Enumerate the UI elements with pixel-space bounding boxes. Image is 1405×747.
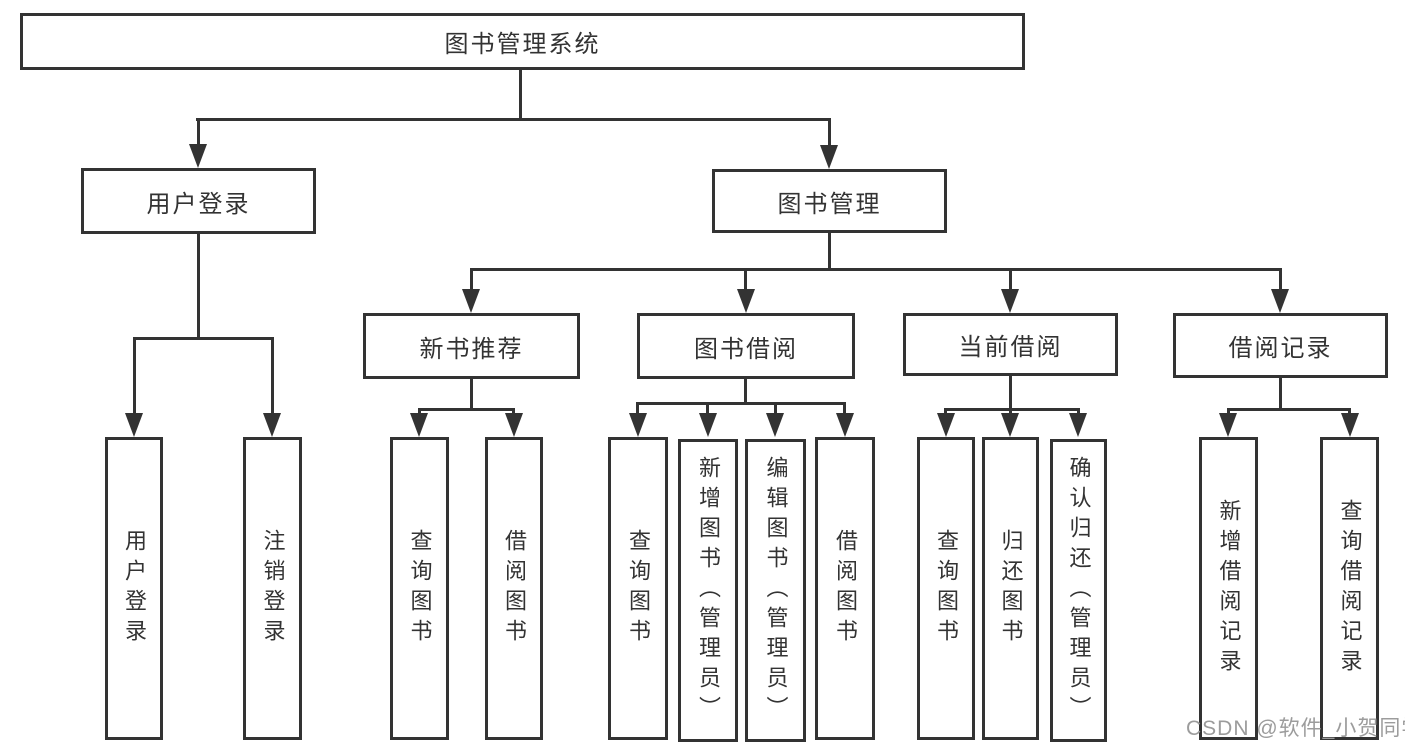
leaf-query-books-borrow: 查询图书 [608, 437, 668, 740]
connector-hline [470, 268, 1282, 271]
arrow-down-icon [766, 413, 784, 437]
arrow-down-icon [1219, 413, 1237, 437]
leaf-add-books-admin: 新增图书（管理员） [678, 439, 738, 742]
leaf-borrow-books-borrow-label: 借阅图书 [833, 528, 858, 649]
leaf-add-books-admin-label: 新增图书（管理员） [696, 455, 721, 726]
leaf-user-login-label: 用户登录 [122, 528, 147, 649]
connector-hline [944, 408, 1080, 411]
node-new-book-recommend: 新书推荐 [363, 313, 580, 379]
leaf-return-books-label: 归还图书 [998, 528, 1024, 649]
arrow-down-icon [410, 413, 428, 437]
node-borrow-records-label: 借阅记录 [1228, 335, 1333, 362]
arrow-down-icon [263, 413, 281, 437]
connector-vline [1279, 268, 1282, 295]
arrow-down-icon [820, 145, 838, 169]
connector-vline [774, 402, 777, 416]
watermark: CSDN @软件_小贺同学 [1186, 717, 1405, 740]
node-root: 图书管理系统 [20, 13, 1025, 70]
leaf-borrow-books-recommend-label: 借阅图书 [502, 528, 527, 649]
leaf-logout-login: 注销登录 [243, 437, 302, 740]
connector-vline [706, 402, 709, 416]
leaf-query-books-recommend: 查询图书 [390, 437, 449, 740]
leaf-return-books: 归还图书 [982, 437, 1039, 740]
arrow-down-icon [1271, 289, 1289, 313]
arrow-down-icon [1001, 413, 1019, 437]
leaf-query-books-recommend-label: 查询图书 [407, 528, 433, 649]
node-user-login-label: 用户登录 [146, 190, 251, 218]
leaf-logout-login-label: 注销登录 [260, 528, 286, 649]
arrow-down-icon [1341, 413, 1359, 437]
node-book-borrow: 图书借阅 [637, 313, 855, 379]
arrow-down-icon [189, 144, 207, 168]
connector-vline [744, 379, 747, 402]
arrow-down-icon [1069, 413, 1087, 437]
arrow-down-icon [125, 413, 143, 437]
leaf-borrow-books-borrow: 借阅图书 [815, 437, 875, 740]
connector-hline [196, 118, 831, 121]
node-user-login: 用户登录 [81, 168, 316, 234]
leaf-edit-books-admin: 编辑图书（管理员） [745, 439, 806, 742]
node-book-management: 图书管理 [712, 169, 947, 233]
arrow-down-icon [629, 413, 647, 437]
node-root-label: 图书管理系统 [444, 31, 601, 58]
arrow-down-icon [1001, 289, 1019, 313]
leaf-edit-books-admin-label: 编辑图书（管理员） [763, 455, 789, 726]
leaf-query-borrow-record-label: 查询借阅记录 [1337, 498, 1363, 679]
connector-vline [133, 337, 136, 417]
node-book-borrow-label: 图书借阅 [694, 335, 798, 363]
arrow-down-icon [836, 413, 854, 437]
node-current-borrow: 当前借阅 [903, 313, 1118, 376]
connector-vline [828, 118, 831, 148]
leaf-query-books-current: 查询图书 [917, 437, 975, 740]
node-new-book-recommend-label: 新书推荐 [419, 335, 524, 363]
node-book-management-label: 图书管理 [777, 190, 882, 218]
connector-vline [1009, 268, 1012, 295]
connector-vline [828, 233, 831, 268]
leaf-borrow-books-recommend: 借阅图书 [485, 437, 543, 740]
connector-vline [271, 337, 274, 417]
connector-vline [470, 379, 473, 408]
leaf-query-books-borrow-label: 查询图书 [626, 528, 651, 649]
arrow-down-icon [937, 413, 955, 437]
connector-vline [843, 402, 846, 416]
connector-vline [519, 70, 522, 118]
arrow-down-icon [462, 289, 480, 313]
connector-vline [1009, 376, 1012, 408]
node-borrow-records: 借阅记录 [1173, 313, 1388, 378]
connector-hline [418, 408, 515, 411]
arrow-down-icon [699, 413, 717, 437]
connector-hline [636, 402, 846, 405]
leaf-add-borrow-record: 新增借阅记录 [1199, 437, 1258, 740]
leaf-add-borrow-record-label: 新增借阅记录 [1216, 498, 1242, 679]
arrow-down-icon [505, 413, 523, 437]
arrow-down-icon [737, 289, 755, 313]
connector-vline [197, 234, 200, 337]
leaf-confirm-return-admin-label: 确认归还（管理员） [1066, 455, 1092, 726]
leaf-user-login: 用户登录 [105, 437, 163, 740]
leaf-query-borrow-record: 查询借阅记录 [1320, 437, 1379, 740]
connector-vline [1279, 378, 1282, 408]
connector-hline [1227, 408, 1351, 411]
node-current-borrow-label: 当前借阅 [958, 334, 1063, 361]
connector-vline [636, 402, 639, 416]
connector-vline [197, 118, 200, 148]
connector-hline [133, 337, 274, 340]
connector-vline [470, 268, 473, 295]
leaf-confirm-return-admin: 确认归还（管理员） [1050, 439, 1107, 742]
connector-vline [744, 268, 747, 295]
leaf-query-books-current-label: 查询图书 [934, 528, 959, 649]
